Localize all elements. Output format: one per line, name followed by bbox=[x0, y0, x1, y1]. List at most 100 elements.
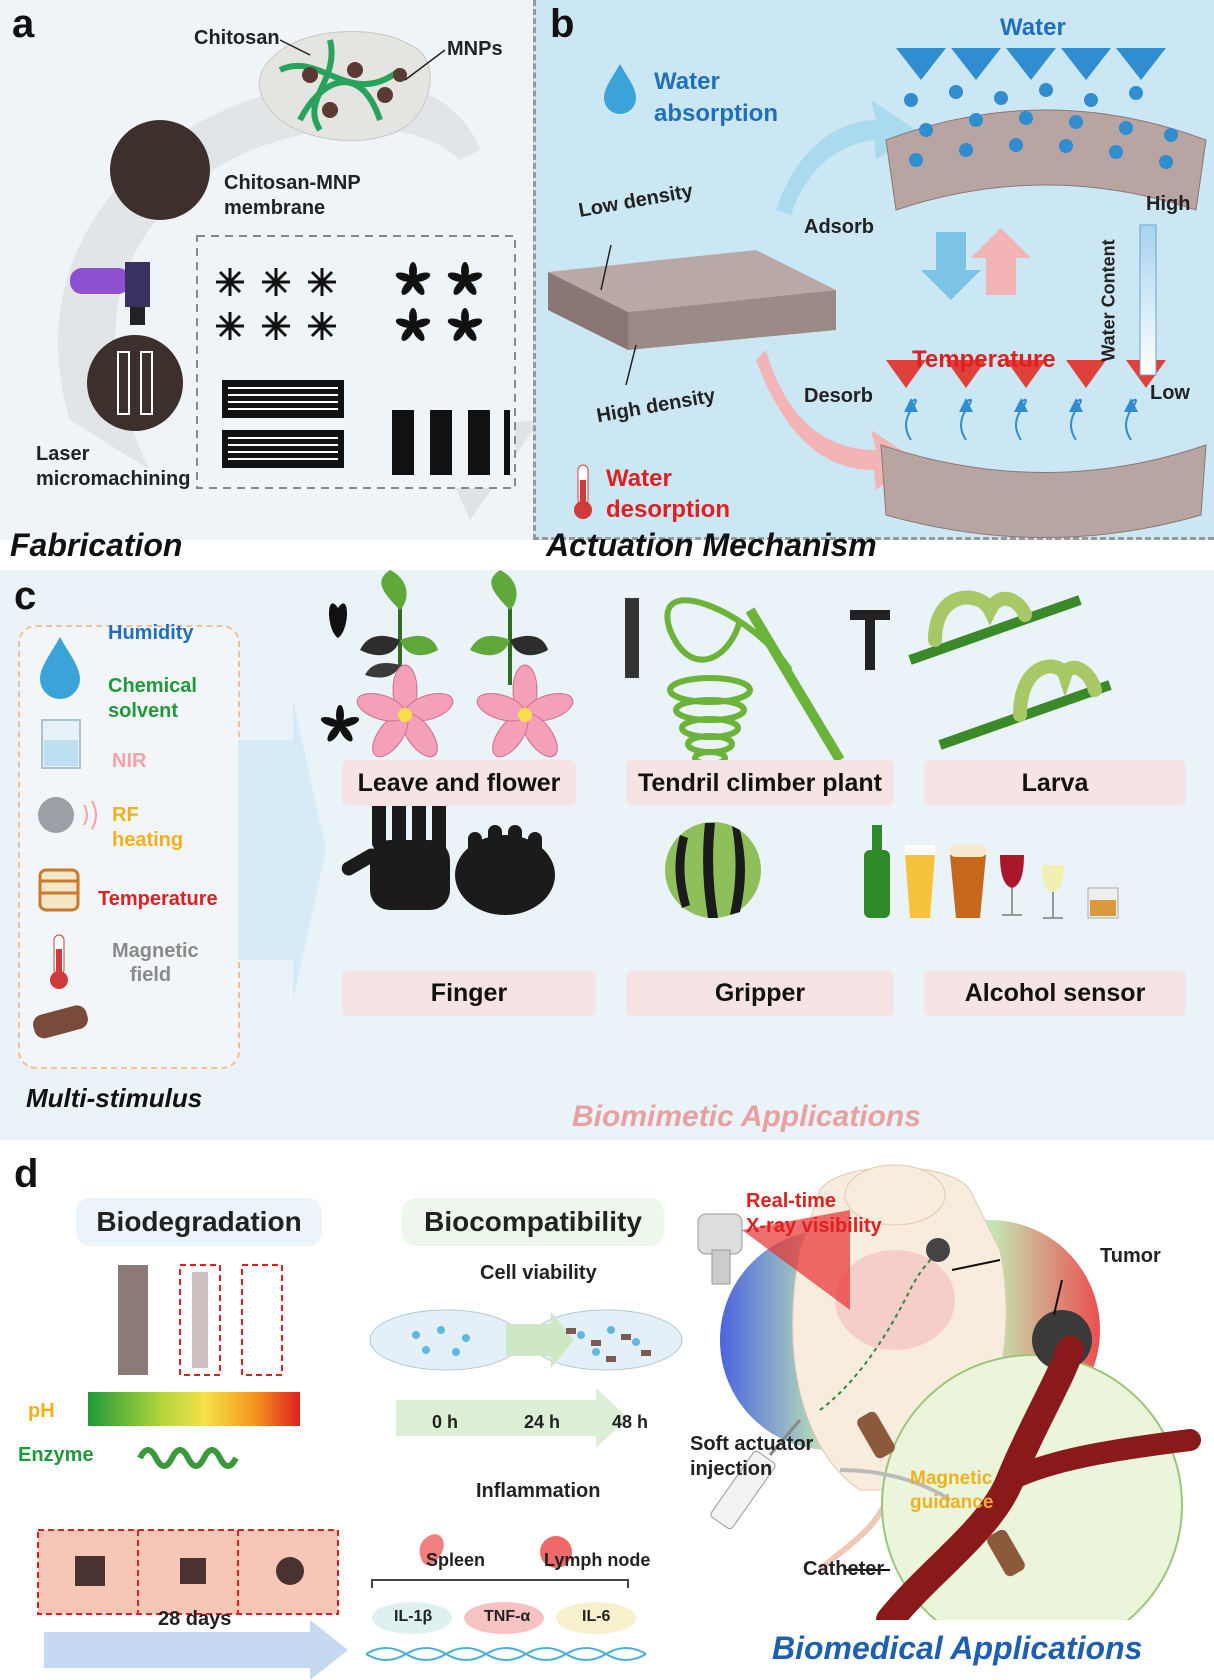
biocompatibility-heading: Biocompatibility bbox=[402, 1198, 664, 1246]
stimulus-magnetic-1: Magnetic bbox=[112, 940, 199, 962]
mnp-particle bbox=[322, 102, 338, 118]
tendril-strip-icon bbox=[625, 598, 639, 678]
mnp-particle bbox=[347, 62, 363, 78]
mouse-head bbox=[844, 1164, 946, 1226]
lymph-node-label: Lymph node bbox=[544, 1550, 651, 1570]
chitosan-fiber bbox=[311, 39, 335, 132]
gel-block-side bbox=[628, 290, 836, 350]
water-drop-icon bbox=[40, 637, 80, 699]
panel-letter-b: b bbox=[550, 2, 575, 46]
dna-strand bbox=[366, 1647, 647, 1661]
leaf-pattern-icon bbox=[329, 603, 347, 638]
asterisk-patterns bbox=[216, 268, 336, 340]
app-gripper: Gripper bbox=[626, 970, 894, 1016]
film-fragments bbox=[566, 1328, 651, 1362]
app-alcohol-sensor: Alcohol sensor bbox=[924, 970, 1186, 1016]
stimulus-box bbox=[18, 625, 240, 1069]
water-molecules bbox=[904, 83, 1178, 169]
nir-lamp-icon bbox=[38, 797, 74, 833]
application-illustrations bbox=[320, 570, 1119, 919]
rf-coil-icon bbox=[38, 868, 80, 912]
xray-label-1: Real-time bbox=[746, 1190, 837, 1212]
scale-high-label: High bbox=[1146, 193, 1191, 215]
magnetic-guidance-label-1: Magnetic bbox=[910, 1468, 993, 1489]
desorb-arrow bbox=[756, 350, 916, 490]
whisky-glass bbox=[1087, 887, 1119, 919]
dish-initial bbox=[369, 1309, 523, 1371]
stripe-patterns bbox=[222, 380, 344, 468]
cell-viability-label: Cell viability bbox=[480, 1262, 597, 1284]
soft-actuator-2 bbox=[987, 1529, 1025, 1577]
gel-block-top bbox=[548, 250, 836, 312]
hand-gripping bbox=[455, 825, 555, 915]
app-finger: Finger bbox=[342, 970, 596, 1016]
water-label: Water bbox=[1000, 14, 1066, 41]
soft-actuator-label-2: injection bbox=[690, 1458, 773, 1480]
time-24h: 24 h bbox=[524, 1412, 561, 1432]
stimulus-magnetic-2: field bbox=[130, 964, 172, 986]
chitosan-fiber bbox=[297, 79, 383, 122]
time-arrow bbox=[396, 1388, 628, 1448]
down-arrow bbox=[921, 232, 981, 300]
tnfa-label: TNF-α bbox=[484, 1608, 531, 1625]
days-arrow bbox=[44, 1620, 348, 1680]
ph-label: pH bbox=[28, 1400, 55, 1422]
panel-c: c Humidity Chemical solvent NIR RF heati… bbox=[0, 570, 1214, 1140]
larva-scene bbox=[908, 590, 1112, 750]
panel-b: b Water Water absorption Low density Hig… bbox=[533, 0, 1214, 563]
stimulus-arrow bbox=[238, 700, 326, 1000]
cytokine-bracket bbox=[371, 1579, 629, 1588]
actuation-title: Actuation Mechanism bbox=[546, 527, 877, 563]
biodegradation-graphics bbox=[37, 1264, 348, 1680]
scale-low-label: Low bbox=[1150, 382, 1190, 404]
film-degraded bbox=[241, 1264, 283, 1376]
app-leave-and-flower: Leave and flower bbox=[342, 760, 576, 806]
dark-beer-glass bbox=[950, 845, 986, 918]
stimulus-rf-2: heating bbox=[112, 829, 184, 851]
il6-pill bbox=[556, 1602, 636, 1634]
stimulus-chemical-2: solvent bbox=[108, 700, 179, 722]
magnetic-guidance-label-2: guidance bbox=[910, 1492, 994, 1513]
pointer-line bbox=[279, 39, 311, 56]
catheter-label: Catheter bbox=[803, 1558, 885, 1580]
mnp-particle bbox=[393, 68, 407, 82]
water-drop-icon bbox=[604, 64, 636, 114]
pointer-line bbox=[404, 49, 446, 81]
panel-d: d Biodegradation pH Enzyme 28 days Bioco… bbox=[0, 1150, 1214, 1680]
laser-label-1: Laser bbox=[36, 443, 90, 465]
catheter-line bbox=[839, 1468, 952, 1502]
laser-head bbox=[125, 262, 150, 307]
white-wine-glass bbox=[1042, 865, 1064, 919]
fabrication-title: Fabrication bbox=[10, 527, 183, 563]
xray-emitter bbox=[697, 1210, 850, 1310]
chitosan-fiber bbox=[278, 62, 402, 87]
il1b-label: IL-1β bbox=[394, 1608, 433, 1625]
enzyme-label: Enzyme bbox=[18, 1444, 94, 1466]
scale-title: Water Content bbox=[1098, 239, 1119, 362]
implant-late bbox=[276, 1557, 304, 1585]
water-absorption-1: Water bbox=[654, 68, 720, 95]
spleen-label: Spleen bbox=[426, 1550, 486, 1570]
soft-actuator-1 bbox=[857, 1411, 895, 1459]
biomedical-graphics bbox=[697, 1164, 1201, 1620]
panel-letter-d: d bbox=[14, 1152, 39, 1196]
up-arrow bbox=[971, 228, 1031, 295]
time-48h: 48 h bbox=[612, 1412, 649, 1432]
flower-pattern-icon bbox=[320, 705, 360, 742]
beer-glass bbox=[905, 845, 935, 918]
membrane-label-1: Chitosan-MNP bbox=[224, 172, 361, 194]
beer-bottle bbox=[864, 825, 890, 918]
water-arrows bbox=[896, 48, 1166, 80]
water-desorption-2: desorption bbox=[606, 496, 730, 523]
gripper-arms bbox=[675, 823, 745, 918]
laser-beam bbox=[70, 268, 130, 294]
tumor-label: Tumor bbox=[1100, 1245, 1161, 1267]
spleen-icon bbox=[419, 1534, 444, 1566]
film-intact bbox=[118, 1265, 148, 1375]
stimulus-nir: NIR bbox=[112, 750, 147, 772]
soft-actuator-label-1: Soft actuator bbox=[690, 1433, 814, 1455]
stimulus-humidity: Humidity bbox=[108, 622, 194, 644]
panel-letter-c: c bbox=[14, 574, 37, 618]
machined-disc bbox=[87, 335, 183, 431]
multi-stimulus-title: Multi-stimulus bbox=[26, 1083, 203, 1113]
